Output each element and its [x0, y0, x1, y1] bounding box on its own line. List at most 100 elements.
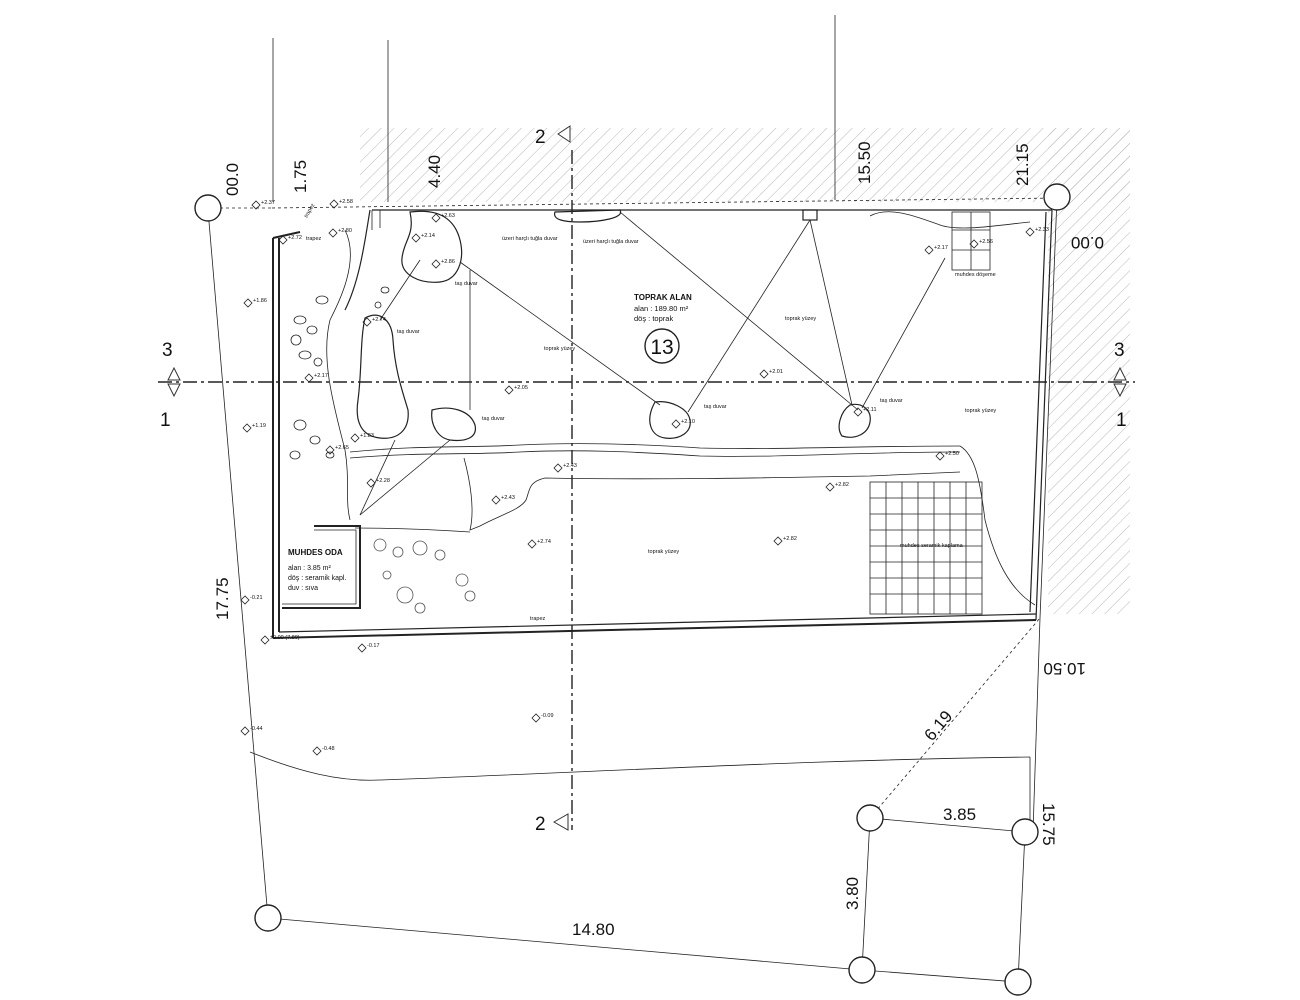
label-tas-duvar: taş duvar [455, 281, 478, 287]
label-toprak-yuzey: toprak yüzey [544, 346, 575, 352]
section-markers: 2 2 3 1 3 1 [160, 125, 1127, 835]
dim-4-40: 4.40 [425, 155, 444, 188]
area-number-circle [644, 328, 680, 364]
room-label-block: MUHDES ODA alan : 3.85 m² döş : seramik … [288, 548, 346, 592]
elevation-label: +2.37 [261, 200, 275, 206]
dimension-labels: 00.0 1.75 4.40 15.50 21.15 0.00 17.75 10… [213, 141, 1104, 939]
section-2-bottom: 2 [535, 814, 546, 835]
elevation-label: +2.43 [563, 463, 577, 469]
elevation-label: +2.50 [945, 451, 959, 457]
dim-3-85: 3.85 [943, 805, 976, 824]
room-wall: duv : sıva [288, 585, 318, 592]
elevation-label: +2.74 [372, 317, 386, 323]
survey-point-sw [254, 904, 282, 932]
label-tas-duvar: taş duvar [704, 404, 727, 410]
hatched-neighbour-zone [360, 128, 1130, 614]
survey-traverse [207, 197, 1058, 983]
elevation-label: +2.82 [783, 536, 797, 542]
elevation-label: +2.01 [769, 369, 783, 375]
section-1-left: 1 [160, 410, 171, 431]
elevation-label: +2.80 [338, 228, 352, 234]
label-muhdes-doseme: muhdes döşeme [955, 272, 996, 278]
label-wall: üzeri harçlı tuğla duvar [583, 239, 639, 245]
dim-14-80: 14.80 [572, 920, 615, 939]
section-2-top: 2 [535, 127, 546, 148]
survey-point-ne [1043, 183, 1071, 211]
label-toprak-yuzey: toprak yüzey [785, 316, 816, 322]
survey-point-nw [194, 194, 222, 222]
dim-15-75: 15.75 [1039, 803, 1058, 846]
label-trapez: trapez [306, 236, 322, 242]
dim-1-75: 1.75 [291, 160, 310, 193]
elevation-label: +2.05 [514, 385, 528, 391]
annotation-labels: toprak yüzey toprak yüzey toprak yüzey t… [304, 203, 997, 622]
elevation-markers: +2.37 +2.58 +2.72 +2.80 +2.63 +2.14 +2.8… [240, 199, 1049, 756]
elevation-label: -0.09 [541, 713, 554, 719]
elevation-label: +1.86 [253, 298, 267, 304]
elevation-label: +2.14 [421, 233, 435, 239]
label-toprak-yuzey: toprak yüzey [965, 408, 996, 414]
elevation-label: +2.43 [501, 495, 515, 501]
survey-point-s4 [1004, 968, 1032, 996]
terrain-boundaries [326, 209, 1036, 606]
elevation-label: +2.74 [537, 539, 551, 545]
section-1-right: 1 [1116, 410, 1127, 431]
elevation-label: +2.11 [863, 407, 877, 413]
elevation-label: +2.17 [934, 245, 948, 251]
survey-point-s3 [848, 956, 876, 984]
label-tas-duvar: taş duvar [482, 416, 505, 422]
elevation-label: -0.21 [250, 595, 263, 601]
label-tas-duvar: taş duvar [880, 398, 903, 404]
label-muhdes-seramik: muhdes seramik kaplama [900, 543, 964, 549]
elevation-label: +2.65 [335, 445, 349, 451]
elevation-label: +2.17 [314, 373, 328, 379]
elevation-label: +1.83 [360, 433, 374, 439]
elevation-label: +2.82 [835, 482, 849, 488]
elevation-label: -0.48 [322, 746, 335, 752]
elevation-label: -0.17 [367, 643, 380, 649]
room-area: alan : 3.85 m² [288, 565, 331, 572]
survey-points [194, 183, 1071, 996]
dim-10-50: 10.50 [1043, 659, 1086, 678]
elevation-label: +2.10 [681, 419, 695, 425]
section-3-left: 3 [162, 340, 173, 361]
elevation-label: +2.28 [376, 478, 390, 484]
survey-point-s1 [856, 804, 884, 832]
survey-point-s2 [1011, 818, 1039, 846]
section-3-right: 3 [1114, 340, 1125, 361]
dim-15-50: 15.50 [855, 141, 874, 184]
measurement-lines [359, 211, 946, 516]
label-trapez: trapez [530, 616, 546, 622]
elevation-label: -0.44 [250, 726, 263, 732]
area-number: 13 [650, 336, 673, 359]
label-toprak-yuzey: toprak yüzey [648, 549, 679, 555]
building-outline [272, 209, 1053, 639]
dim-6-19: 6.19 [921, 707, 957, 745]
room-name: MUHDES ODA [288, 548, 343, 557]
elevation-label: +2.33 [1035, 227, 1049, 233]
area-floor: döş : toprak [634, 314, 673, 323]
dim-3-80: 3.80 [843, 877, 862, 910]
dim-0-00-right: 0.00 [1071, 233, 1104, 252]
label-trapez: trapez [304, 203, 317, 219]
elevation-label: +2.58 [339, 199, 353, 205]
dim-00-top-left: 00.0 [223, 163, 242, 196]
elevation-label: +2.63 [441, 213, 455, 219]
elevation-label: +1.19 [252, 423, 266, 429]
area-name: TOPRAK ALAN [634, 293, 692, 302]
road-edge-curve [249, 751, 1031, 781]
vegetation [373, 538, 476, 614]
reference-lines [272, 15, 1031, 820]
area-label-block: TOPRAK ALAN alan : 189.80 m² döş : topra… [634, 293, 692, 323]
ceramic-tile-grid [869, 211, 991, 615]
rubble-stones [289, 286, 390, 460]
elevation-label: +2.72 [288, 235, 302, 241]
stone-walls [356, 209, 871, 442]
muhdes-oda-room [282, 525, 361, 609]
dim-17-75: 17.75 [213, 577, 232, 620]
area-size: alan : 189.80 m² [634, 304, 689, 313]
section-lines [158, 150, 1135, 830]
elevation-label: ±0.00 (7.80) [270, 635, 300, 641]
elevation-label: +2.56 [979, 239, 993, 245]
